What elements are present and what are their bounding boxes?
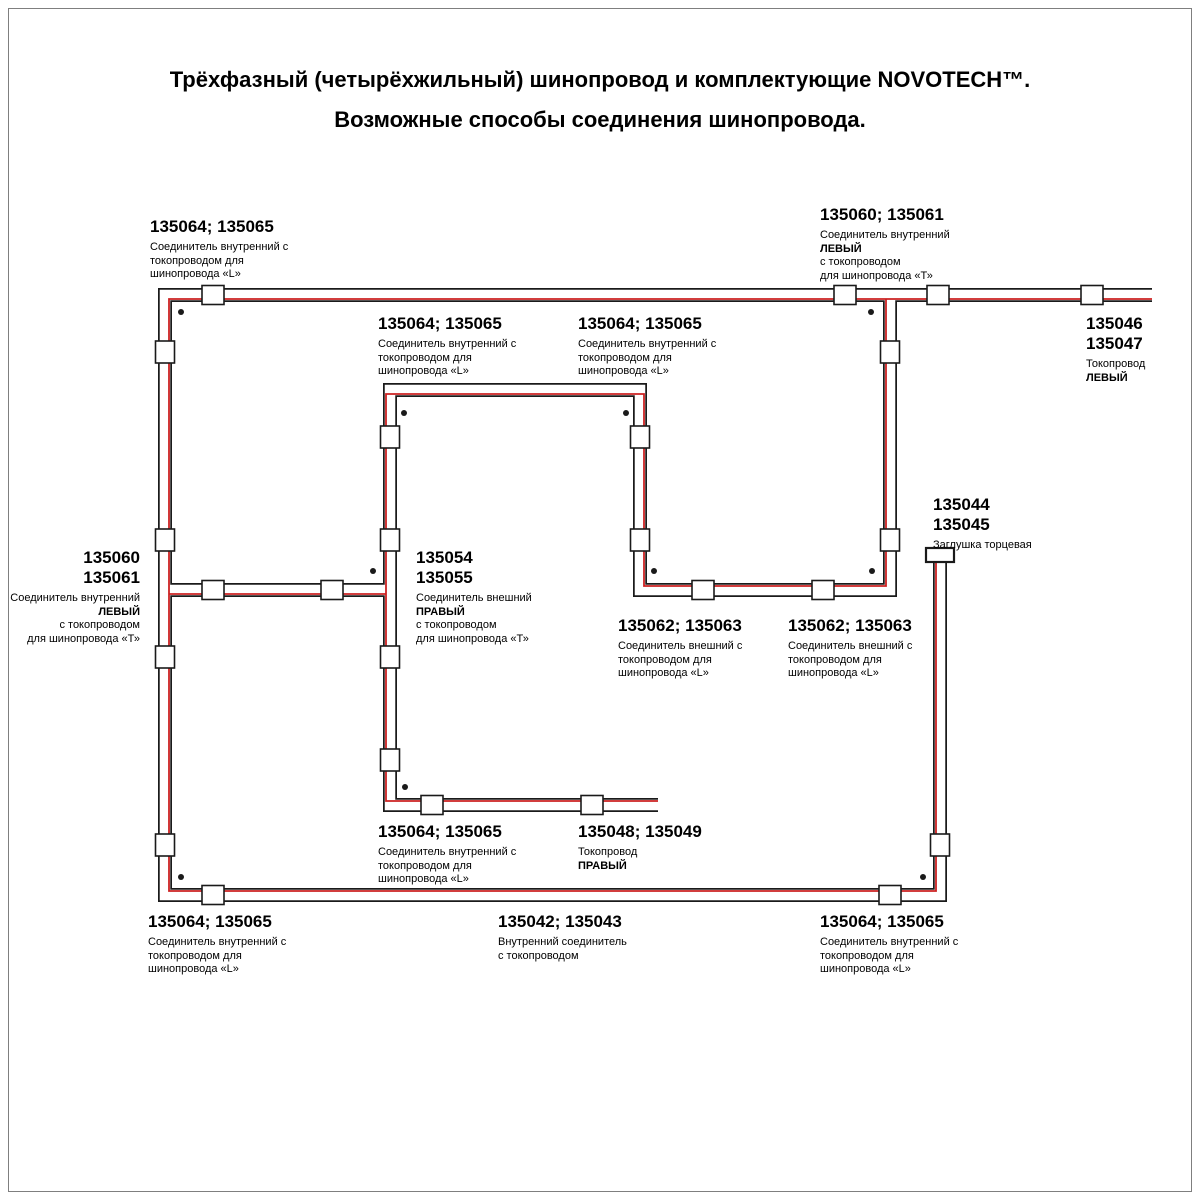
part-code: 135064; 135065 <box>150 217 274 236</box>
part-desc: Соединитель внешний с <box>618 640 743 652</box>
part-desc: шинопровода «L» <box>788 667 879 679</box>
part-code: 135045 <box>933 515 990 534</box>
part-desc: с токопроводом <box>59 619 140 631</box>
part-desc: с токопроводом <box>416 619 497 631</box>
part-desc: ЛЕВЫЙ <box>820 242 862 255</box>
part-desc: ПРАВЫЙ <box>578 859 627 872</box>
part-desc: Соединитель внутренний с <box>820 936 959 948</box>
label-inner-L-connector-bottom-right: 135064; 135065 Соединитель внутренний с … <box>820 912 958 977</box>
end-cap <box>924 546 956 564</box>
part-desc: Соединитель внутренний <box>10 592 140 604</box>
part-code: 135044 <box>933 495 990 514</box>
part-desc: токопроводом для <box>820 949 914 962</box>
part-code: 135064; 135065 <box>148 912 272 931</box>
part-desc: Соединитель внутренний с <box>148 936 287 948</box>
part-code: 135064; 135065 <box>378 822 502 841</box>
part-desc: Соединитель внутренний с <box>378 846 517 858</box>
part-code: 135064; 135065 <box>820 912 944 931</box>
part-code: 135062; 135063 <box>788 616 912 635</box>
part-desc: шинопровода «L» <box>148 963 239 975</box>
part-code: 135061 <box>83 568 140 587</box>
title-line-2: Возможные способы соединения шинопровода… <box>334 107 866 132</box>
part-desc: шинопровода «L» <box>578 365 669 377</box>
part-code: 135048; 135049 <box>578 822 702 841</box>
label-inner-L-connector-bottom-inner: 135064; 135065 Соединитель внутренний с … <box>378 822 516 887</box>
label-inner-L-connector-mid-right: 135064; 135065 Соединитель внутренний с … <box>578 314 716 379</box>
part-desc: с токопроводом <box>820 256 901 268</box>
part-code: 135047 <box>1086 334 1143 353</box>
label-inner-T-left-connector-top: 135060; 135061 Соединитель внутренний ЛЕ… <box>820 205 950 283</box>
part-code: 135064; 135065 <box>378 314 502 333</box>
part-desc: шинопровода «L» <box>150 268 241 280</box>
part-desc: шинопровода «L» <box>618 667 709 679</box>
part-desc: токопроводом для <box>618 653 712 666</box>
part-code: 135060 <box>83 548 140 567</box>
label-outer-L-connector-left: 135062; 135063 Соединитель внешний с ток… <box>618 616 742 681</box>
part-desc: ЛЕВЫЙ <box>98 605 140 618</box>
part-desc: для шинопровода «Т» <box>27 632 140 645</box>
part-desc: Соединитель внутренний с <box>150 241 289 253</box>
part-desc: токопроводом для <box>378 859 472 872</box>
label-inner-L-connector-top-left: 135064; 135065 Соединитель внутренний с … <box>150 217 288 282</box>
part-desc: шинопровода «L» <box>378 365 469 377</box>
part-desc: токопроводом для <box>150 254 244 267</box>
part-desc: Соединитель внутренний с <box>378 338 517 350</box>
part-desc: Токопровод <box>578 846 638 858</box>
part-desc: Соединитель внешний с <box>788 640 913 652</box>
part-desc: шинопровода «L» <box>378 873 469 885</box>
part-desc: Соединитель внешний <box>416 592 532 604</box>
part-code: 135060; 135061 <box>820 205 944 224</box>
part-desc: токопроводом для <box>148 949 242 962</box>
part-desc: токопроводом для <box>378 351 472 364</box>
connector-squares <box>154 284 1104 906</box>
part-desc: для шинопровода «Т» <box>820 269 933 282</box>
part-code: 135042; 135043 <box>498 912 622 931</box>
part-desc: Внутренний соединитель <box>498 936 627 948</box>
label-outer-T-right-connector-center: 135054 135055 Соединитель внешний ПРАВЫЙ… <box>416 548 532 646</box>
mount-dots <box>178 309 926 880</box>
part-desc: с токопроводом <box>498 949 579 962</box>
part-desc: токопроводом для <box>788 653 882 666</box>
label-outer-L-connector-right: 135062; 135063 Соединитель внешний с ток… <box>788 616 912 681</box>
part-desc: токопроводом для <box>578 351 672 364</box>
label-inner-L-connector-bottom-left: 135064; 135065 Соединитель внутренний с … <box>148 912 286 977</box>
part-desc: ЛЕВЫЙ <box>1086 371 1128 384</box>
part-desc: Токопровод <box>1086 358 1146 370</box>
part-desc: шинопровода «L» <box>820 963 911 975</box>
part-code: 135055 <box>416 568 473 587</box>
label-power-feed-right: 135048; 135049 Токопровод ПРАВЫЙ <box>578 822 702 873</box>
label-inner-straight-connector: 135042; 135043 Внутренний соединитель с … <box>498 912 627 963</box>
part-desc: Соединитель внутренний <box>820 229 950 241</box>
part-desc: ПРАВЫЙ <box>416 605 465 618</box>
label-inner-T-left-connector-left: 135060 135061 Соединитель внутренний ЛЕВ… <box>10 548 140 646</box>
part-desc: для шинопровода «Т» <box>416 632 529 645</box>
part-desc: Заглушка торцевая <box>933 539 1032 551</box>
part-code: 135062; 135063 <box>618 616 742 635</box>
part-code: 135064; 135065 <box>578 314 702 333</box>
title-line-1: Трёхфазный (четырёхжильный) шинопровод и… <box>169 67 1031 92</box>
part-code: 135046 <box>1086 314 1143 333</box>
part-desc: Соединитель внутренний с <box>578 338 717 350</box>
part-code: 135054 <box>416 548 473 567</box>
label-end-cap: 135044 135045 Заглушка торцевая <box>933 495 1032 553</box>
track-inner <box>159 289 1152 901</box>
label-inner-L-connector-mid-left: 135064; 135065 Соединитель внутренний с … <box>378 314 516 379</box>
label-power-feed-left: 135046 135047 Токопровод ЛЕВЫЙ <box>1086 314 1145 385</box>
page-title: Трёхфазный (четырёхжильный) шинопровод и… <box>0 60 1200 140</box>
